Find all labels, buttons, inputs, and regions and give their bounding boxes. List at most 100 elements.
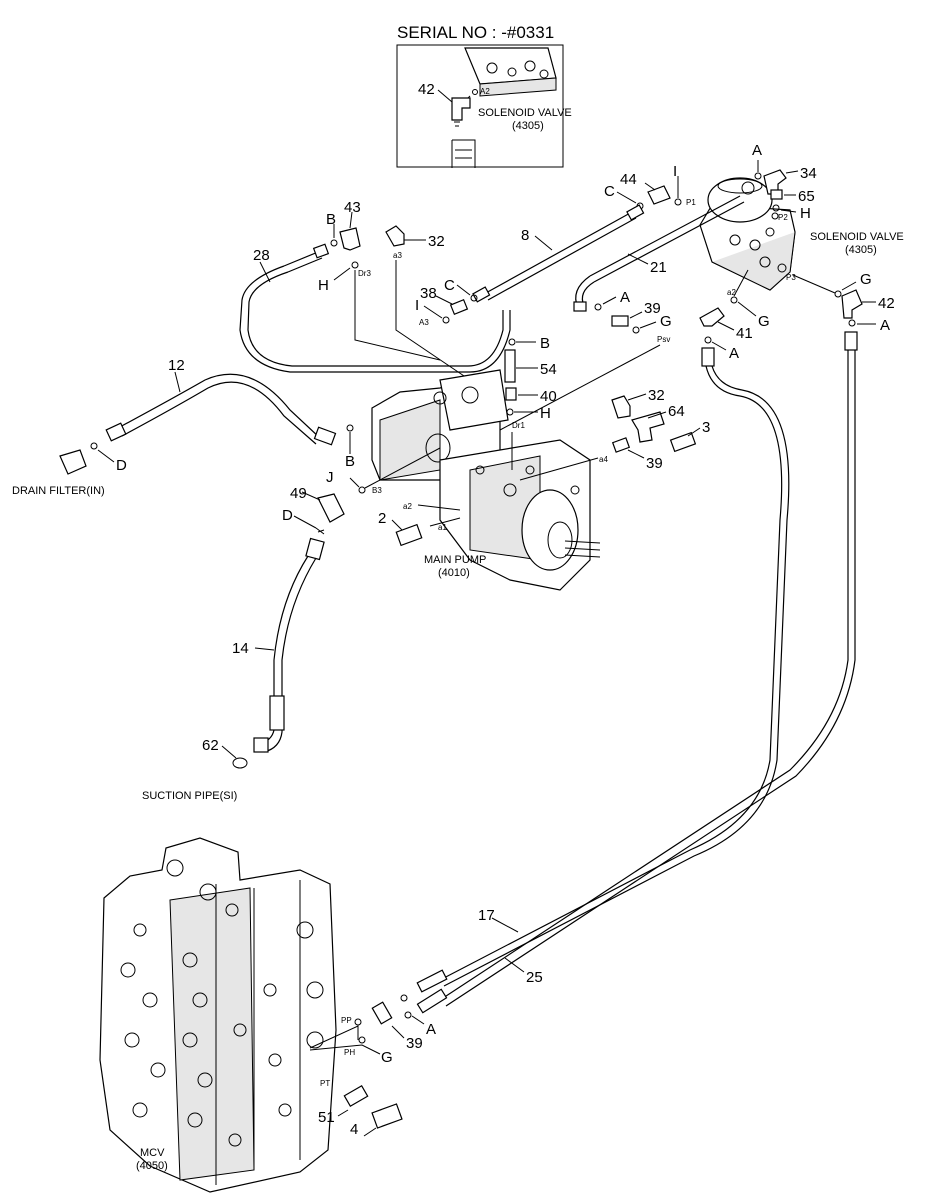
- hose-17: 17: [416, 347, 790, 993]
- suction-pipe-label: SUCTION PIPE(SI): [142, 790, 237, 802]
- solenoid-name: SOLENOID VALVE: [810, 231, 904, 243]
- port-label: PT: [320, 1079, 330, 1088]
- fitting-42: 42: [841, 289, 895, 319]
- solenoid-code: (4305): [845, 244, 877, 256]
- connection-letter: A: [426, 1021, 436, 1038]
- connection-letter: G: [660, 313, 672, 330]
- part-label: 65: [798, 188, 815, 205]
- connection-letter: H: [540, 405, 551, 422]
- main-pump-name: MAIN PUMP: [424, 554, 486, 566]
- fitting-34: 34: [763, 165, 817, 195]
- port-label: B3: [372, 486, 382, 495]
- part-label: 38: [420, 285, 437, 302]
- mcv-name: MCV: [140, 1147, 165, 1159]
- inset-solenoid-code: (4305): [512, 120, 544, 132]
- part-label: 51: [318, 1109, 335, 1126]
- fitting-43: 43: [339, 199, 361, 251]
- fitting-32-mid: 32: [611, 387, 665, 419]
- fitting-49: 49: [290, 485, 345, 523]
- fitting-51: 51: [318, 1084, 369, 1126]
- port-label: A2: [480, 87, 490, 96]
- port-label: a4: [599, 455, 608, 464]
- connection-letter: D: [282, 507, 293, 524]
- drain-filter-label: DRAIN FILTER(IN): [12, 485, 105, 497]
- fitting-32-top: 32: [385, 225, 445, 250]
- part-label: 14: [232, 640, 249, 657]
- serial-note: SERIAL NO : -#0331: [397, 23, 554, 42]
- inset-frame: [396, 44, 564, 168]
- part-label: 42: [878, 295, 895, 312]
- fitting-2: 2: [378, 510, 423, 547]
- fitting-3: 3: [669, 419, 710, 453]
- port-label: Psv: [657, 335, 670, 344]
- part-label: 39: [644, 300, 661, 317]
- hose-12: 12: [105, 357, 337, 446]
- solenoid-valve: SOLENOID VALVE (4305) P1 P2 P3 a2: [686, 177, 904, 297]
- connection-letter: B: [326, 211, 336, 228]
- hose-28: 28: [239, 243, 511, 373]
- connection-letter: C: [604, 183, 615, 200]
- part-label: 41: [736, 325, 753, 342]
- connection-letter: C: [444, 277, 455, 294]
- main-pump-code: (4010): [438, 567, 470, 579]
- part-label: 44: [620, 171, 637, 188]
- connection-letter: H: [800, 205, 811, 222]
- part-label: 54: [540, 361, 557, 378]
- mcv-code: (4050): [136, 1160, 168, 1172]
- port-label: a2: [403, 502, 412, 511]
- port-label: PH: [344, 1048, 355, 1057]
- port-label: a2: [727, 288, 736, 297]
- fitting-39-top: 39: [611, 300, 661, 327]
- port-label: P2: [778, 213, 788, 222]
- connection-letter: H: [318, 277, 329, 294]
- mcv-block: MCV (4050): [99, 837, 337, 1193]
- connection-letter: A: [880, 317, 890, 334]
- port-label: P3: [786, 273, 796, 282]
- port-label: P1: [686, 198, 696, 207]
- fitting-64: 64: [631, 403, 685, 443]
- inset-elbow-42: [451, 97, 471, 127]
- part-label: 40: [540, 388, 557, 405]
- connection-letter: D: [116, 457, 127, 474]
- port-label: Dr1: [512, 421, 525, 430]
- fitting-44: 44: [620, 171, 671, 205]
- part-label: 28: [253, 247, 270, 264]
- inset-solenoid-name: SOLENOID VALVE: [478, 107, 572, 119]
- fitting-38: 38: [420, 285, 469, 316]
- connection-letter: G: [758, 313, 770, 330]
- port-label: A3: [419, 318, 429, 327]
- part-label: 32: [648, 387, 665, 404]
- hose-8: 8: [472, 204, 645, 303]
- suction-pipe: 62 SUCTION PIPE(SI): [142, 737, 248, 802]
- fitting-40: 40: [505, 387, 557, 405]
- port-label: PP: [341, 1016, 352, 1025]
- part-label: 42: [418, 81, 435, 98]
- part-label: 49: [290, 485, 307, 502]
- part-label: 17: [478, 907, 495, 924]
- connection-letter: A: [620, 289, 630, 306]
- connection-letter: A: [729, 345, 739, 362]
- part-label: 3: [702, 419, 710, 436]
- hose-21: 21: [573, 195, 745, 312]
- fitting-54: 54: [504, 349, 557, 383]
- fitting-4: 4: [350, 1103, 403, 1138]
- connection-letter: J: [326, 469, 334, 486]
- fitting-39-mid: 39: [611, 437, 663, 472]
- part-label: 34: [800, 165, 817, 182]
- part-label: 12: [168, 357, 185, 374]
- main-pump: MAIN PUMP (4010): [371, 369, 601, 591]
- serial-inset: SERIAL NO : -#0331 42 A2 SOLENOID VALVE …: [396, 23, 572, 168]
- connection-letter: G: [860, 271, 872, 288]
- connection-letter: B: [540, 335, 550, 352]
- part-label: 62: [202, 737, 219, 754]
- fitting-39-mcv: 39: [371, 1001, 423, 1052]
- fitting-65: 65: [770, 188, 815, 205]
- port-label: a3: [393, 251, 402, 260]
- port-label: a1: [438, 523, 447, 532]
- hose-14: 14: [232, 537, 325, 753]
- part-label: 4: [350, 1121, 358, 1138]
- connection-letter: G: [381, 1049, 393, 1066]
- part-label: 25: [526, 969, 543, 986]
- fitting-41: 41: [699, 307, 753, 342]
